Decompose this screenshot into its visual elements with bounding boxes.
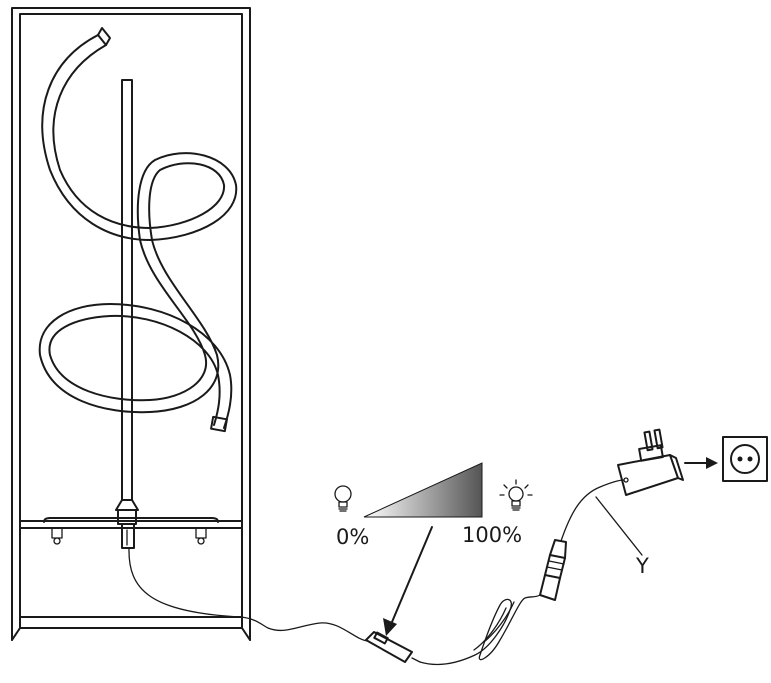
pointer-arrow-head (383, 618, 397, 636)
adapter-leader-line (595, 496, 643, 556)
brightness-gradient-wedge (363, 462, 483, 518)
adapter-cable (560, 479, 625, 542)
arrow-to-socket-icon (684, 457, 718, 469)
min-brightness-label: 0% (336, 525, 370, 549)
brightness-indicator (334, 462, 533, 636)
lamp-cable (128, 547, 369, 642)
adapter-label: Y (636, 554, 649, 578)
lamp-base-plate (43, 517, 219, 545)
dimmer-cable (419, 594, 541, 666)
power-adapter (617, 428, 684, 496)
bulb-on-icon (499, 479, 533, 511)
lamp-pole (115, 79, 139, 549)
pointer-arrow-line (391, 526, 433, 623)
bulb-off-icon (334, 485, 352, 512)
wall-socket-icon (722, 436, 768, 482)
max-brightness-label: 100% (462, 523, 523, 547)
led-spiral-strip (38, 27, 238, 433)
dc-connector (539, 539, 567, 601)
dimmer-switch[interactable] (365, 631, 421, 663)
